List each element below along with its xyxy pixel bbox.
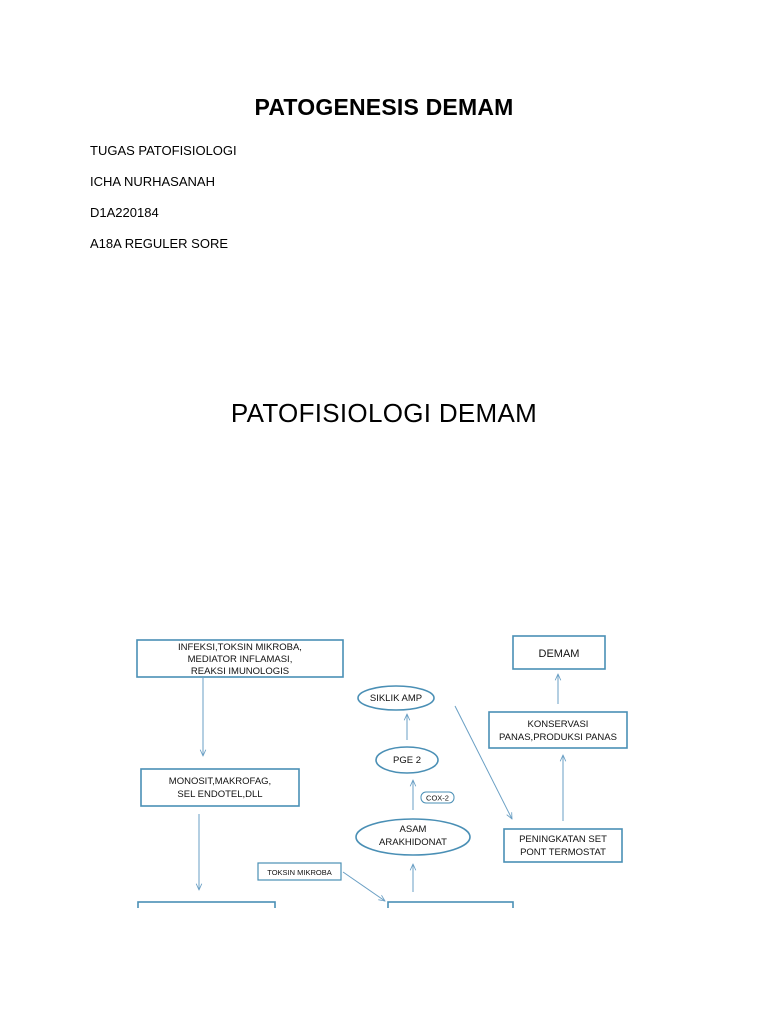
pathophysiology-diagram: INFEKSI,TOKSIN MIKROBA, MEDIATOR INFLAMA… [130,628,630,908]
node-cox2-label: COX-2 [426,794,449,803]
node-asam-line-1: ASAM [400,824,427,835]
node-monosit-line-1: MONOSIT,MAKROFAG, [169,776,271,787]
node-siklik-amp: SIKLIK AMP [357,685,435,711]
node-demam-label: DEMAM [539,648,580,660]
node-peningkatan: PENINGKATAN SET PONT TERMOSTAT [503,828,623,863]
meta-student-id: D1A220184 [90,205,159,220]
meta-student-name: ICHA NURHASANAH [90,174,215,189]
node-infeksi: INFEKSI,TOKSIN MIKROBA, MEDIATOR INFLAMA… [136,639,344,678]
node-asam-arakhidonat: ASAM ARAKHIDONAT [355,818,471,856]
node-pge2: PGE 2 [375,746,439,774]
node-konservasi: KONSERVASI PANAS,PRODUKSI PANAS [488,711,628,749]
document-title: PATOGENESIS DEMAM [254,94,514,120]
node-cox2: COX-2 [420,791,455,804]
node-peningkatan-line-1: PENINGKATAN SET [519,834,607,845]
meta-assignment: TUGAS PATOFISIOLOGI [90,143,237,158]
node-infeksi-line-2: MEDIATOR INFLAMASI, [188,654,293,665]
node-asam-line-2: ARAKHIDONAT [379,837,447,848]
section-title: PATOFISIOLOGI DEMAM [230,398,538,428]
node-konservasi-line-1: KONSERVASI [528,719,589,730]
arrow-toksin-bottom [342,871,385,901]
node-toksin-mikroba-label: TOKSIN MIKROBA [267,868,331,877]
node-demam: DEMAM [512,635,606,670]
node-toksin-mikroba: TOKSIN MIKROBA [257,862,342,881]
node-pge2-label: PGE 2 [393,755,421,766]
node-monosit-line-2: SEL ENDOTEL,DLL [177,789,262,800]
node-infeksi-line-1: INFEKSI,TOKSIN MIKROBA, [178,642,302,653]
node-bottom-center-cut [387,901,514,908]
arrow-siklik-peningkatan [454,705,512,819]
node-monosit: MONOSIT,MAKROFAG, SEL ENDOTEL,DLL [140,768,300,807]
node-peningkatan-line-2: PONT TERMOSTAT [520,847,606,858]
node-siklik-amp-label: SIKLIK AMP [370,693,422,704]
node-konservasi-line-2: PANAS,PRODUKSI PANAS [499,732,617,743]
node-bottom-left-cut [137,901,276,908]
meta-class: A18A REGULER SORE [90,236,228,251]
node-infeksi-line-3: REAKSI IMUNOLOGIS [191,666,289,677]
